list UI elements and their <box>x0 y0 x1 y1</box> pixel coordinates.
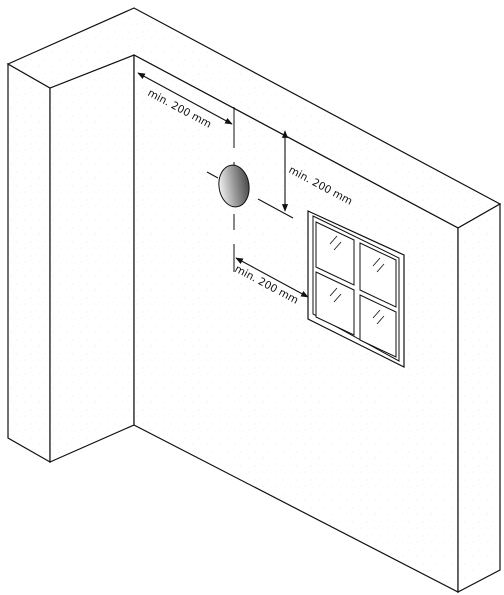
four-pane-window-icon <box>307 210 405 368</box>
wall-end-thickness <box>457 202 501 593</box>
window-clearance-arrow <box>235 257 309 298</box>
side-wall <box>7 54 135 464</box>
top-clearance-arrow <box>137 72 233 125</box>
dimension-arrows <box>137 72 309 298</box>
circular-hole-icon <box>218 164 250 208</box>
